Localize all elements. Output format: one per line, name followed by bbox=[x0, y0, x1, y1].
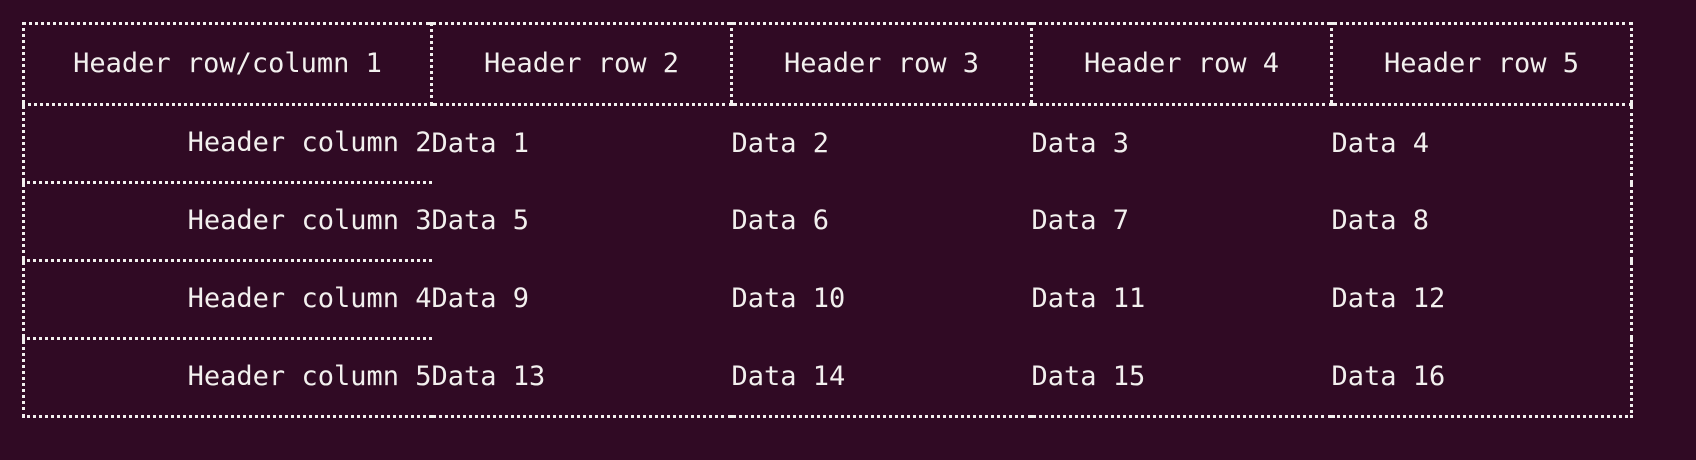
data-cell: Data 10 bbox=[731, 283, 846, 315]
table-row: Header column 5 Data 13 Data 14 Data 15 … bbox=[24, 339, 1632, 417]
data-cell: Data 5 bbox=[431, 205, 530, 237]
column-header-3: Header row 3 bbox=[730, 23, 1032, 106]
data-cell: Data 7 bbox=[1031, 205, 1130, 237]
data-cell: Data 3 bbox=[1031, 128, 1130, 160]
data-cell: Data 8 bbox=[1331, 205, 1430, 237]
data-cell: Data 14 bbox=[731, 360, 846, 392]
table-row: Header column 4 Data 9 Data 10 Data 11 D… bbox=[23, 260, 1632, 340]
data-table: Header row/column 1 Header row 2 Header … bbox=[22, 22, 1633, 418]
data-cell: Data 16 bbox=[1331, 360, 1446, 392]
row-header-2: Header column 2 bbox=[23, 104, 432, 184]
data-cell: Data 1 bbox=[431, 128, 530, 160]
table-header: Header row/column 1 Header row 2 Header … bbox=[23, 23, 1632, 106]
table-row: Header column 3 Data 5 Data 6 Data 7 Dat… bbox=[23, 182, 1632, 262]
corner-header-cell: Header row/column 1 bbox=[23, 23, 433, 106]
row-header-5: Header column 5 bbox=[187, 361, 432, 393]
data-cell: Data 9 bbox=[431, 283, 530, 315]
row-header-3: Header column 3 bbox=[23, 182, 432, 262]
table-container: Header row/column 1 Header row 2 Header … bbox=[22, 22, 1633, 418]
table-row: Header column 2 Data 1 Data 2 Data 3 Dat… bbox=[23, 104, 1632, 184]
data-cell: Data 4 bbox=[1331, 128, 1430, 160]
data-cell: Data 15 bbox=[1031, 360, 1146, 392]
column-header-5: Header row 5 bbox=[1330, 23, 1632, 106]
column-header-2: Header row 2 bbox=[430, 23, 732, 106]
column-header-4: Header row 4 bbox=[1030, 23, 1332, 106]
data-cell: Data 12 bbox=[1331, 283, 1446, 315]
header-row: Header row/column 1 Header row 2 Header … bbox=[23, 23, 1632, 106]
data-cell: Data 13 bbox=[431, 360, 546, 392]
data-cell: Data 11 bbox=[1031, 283, 1146, 315]
data-cell: Data 2 bbox=[731, 128, 830, 160]
row-header-4: Header column 4 bbox=[23, 260, 432, 340]
data-cell: Data 6 bbox=[731, 205, 830, 237]
table-body: Header column 2 Data 1 Data 2 Data 3 Dat… bbox=[23, 104, 1632, 417]
